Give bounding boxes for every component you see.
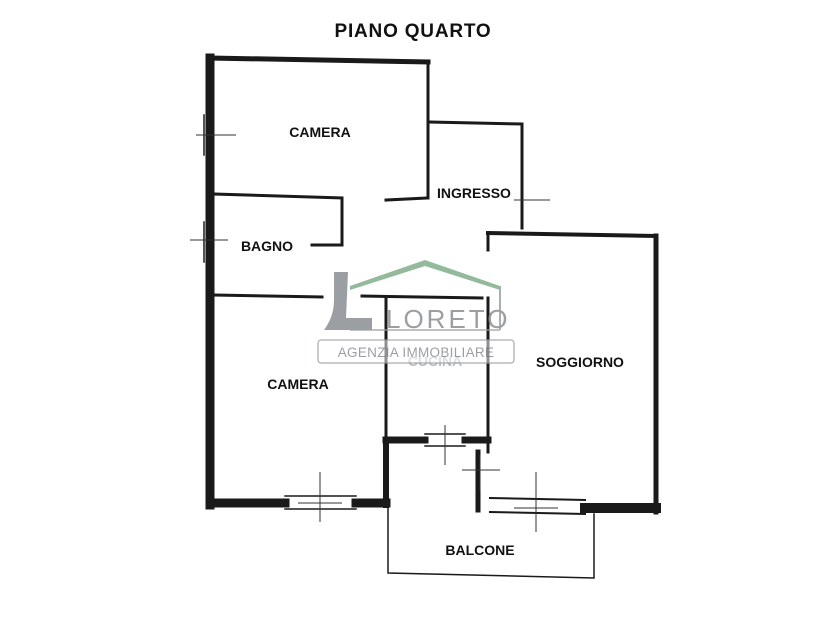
- logo-tagline: AGENZIA IMMOBILIARE: [338, 345, 494, 360]
- wall-cucina-top: [360, 294, 484, 300]
- room-label-balcone: BALCONE: [445, 542, 514, 558]
- tagline-box: [317, 339, 515, 364]
- wall-soggiorno-window: [488, 496, 587, 502]
- room-label-bagno: BAGNO: [241, 238, 293, 254]
- room-label-camera-bottom: CAMERA: [267, 376, 328, 392]
- room-label-ingresso: INGRESSO: [437, 185, 511, 201]
- wall-ingresso-top: [428, 120, 524, 126]
- logo-l-glyph-icon: [324, 272, 372, 330]
- wall-camera-door-jamb: [384, 196, 430, 202]
- logo-word: LORETO: [386, 304, 510, 334]
- walls: [203, 53, 661, 579]
- plan-title: PIANO QUARTO: [334, 21, 491, 42]
- wall-camera-bottom: [212, 192, 344, 200]
- wall-soggiorno-window-outer: [488, 510, 587, 516]
- wall-top: [207, 55, 431, 65]
- wall-soggiorno-top: [485, 230, 659, 239]
- room-label-camera-top: CAMERA: [289, 124, 350, 140]
- agency-watermark: LORETO AGENZIA IMMOBILIARE: [317, 260, 515, 364]
- wall-bagno-bottom: [212, 293, 324, 299]
- room-label-soggiorno: SOGGIORNO: [536, 354, 624, 370]
- house-roof-icon: [350, 260, 501, 331]
- window-markers: [190, 134, 558, 532]
- wall-balcone: [387, 504, 595, 579]
